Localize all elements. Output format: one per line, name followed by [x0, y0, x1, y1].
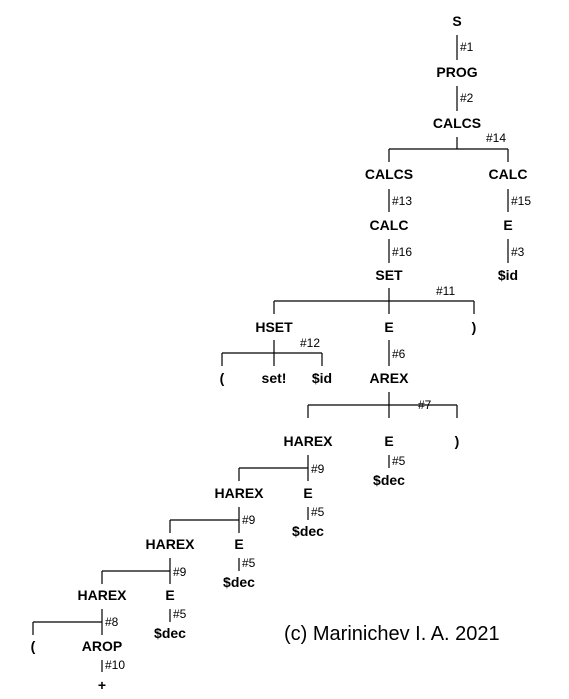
node-dec-h2: $dec — [223, 574, 255, 590]
node-harex-1: HAREX — [283, 433, 333, 449]
rule-calcs-inner: #13 — [392, 194, 412, 208]
rule-harex-2: #9 — [242, 513, 256, 527]
node-rparen-arex: ) — [455, 433, 460, 449]
node-e-arex: E — [384, 433, 393, 449]
rule-set: #11 — [436, 284, 455, 298]
rule-harex-1: #9 — [311, 462, 325, 476]
tree-edges — [32, 35, 509, 672]
node-e-h3: E — [165, 587, 174, 603]
node-harex-3: HAREX — [145, 536, 195, 552]
rule-e-right: #3 — [511, 245, 525, 259]
rule-arex: #7 — [418, 398, 432, 412]
rule-e-h1: #5 — [311, 505, 325, 519]
node-dec-h1: $dec — [292, 523, 324, 539]
rule-e-set: #6 — [392, 347, 406, 361]
copyright-text: (c) Marinichev I. A. 2021 — [284, 623, 500, 645]
node-id-right: $id — [498, 267, 518, 283]
node-lparen-hset: ( — [220, 370, 225, 386]
node-e-h2: E — [234, 536, 243, 552]
node-arex: AREX — [370, 370, 410, 386]
tree-nodes: S PROG CALCS CALCS CALC CALC E $id SET H… — [31, 13, 528, 693]
rule-calc-left: #16 — [392, 245, 412, 259]
node-harex-4: HAREX — [77, 587, 127, 603]
node-plus: + — [98, 677, 106, 693]
node-calcs-root: CALCS — [433, 115, 481, 131]
rule-e-h3: #5 — [173, 607, 187, 621]
rule-hset: #12 — [300, 336, 320, 350]
rule-calc-right: #15 — [511, 194, 531, 208]
rule-s: #1 — [460, 40, 474, 54]
node-dec-h3: $dec — [154, 625, 186, 641]
rule-prog: #2 — [460, 91, 474, 105]
node-arop: AROP — [82, 638, 122, 654]
rule-arop: #10 — [105, 658, 125, 672]
rule-harex-4: #8 — [105, 615, 119, 629]
node-set: SET — [375, 267, 403, 283]
node-calcs-inner: CALCS — [365, 166, 413, 182]
rule-harex-3: #9 — [173, 565, 187, 579]
rule-labels: #1 #2 #14 #13 #15 #16 #3 #11 #12 #6 #7 #… — [105, 40, 531, 672]
node-rparen-set: ) — [472, 319, 477, 335]
node-lparen-h4: ( — [31, 638, 36, 654]
node-prog: PROG — [436, 64, 477, 80]
node-hset: HSET — [255, 319, 293, 335]
node-calc-left: CALC — [370, 217, 409, 233]
node-e-h1: E — [303, 485, 312, 501]
rule-calcs-root: #14 — [486, 131, 506, 145]
node-e-set: E — [384, 319, 393, 335]
node-dec-arex: $dec — [373, 472, 405, 488]
node-id-hset: $id — [312, 370, 332, 386]
rule-e-arex: #5 — [392, 454, 406, 468]
node-harex-2: HAREX — [214, 485, 264, 501]
rule-e-h2: #5 — [242, 556, 256, 570]
node-e-right: E — [503, 217, 512, 233]
node-setbang: set! — [262, 370, 287, 386]
node-s: S — [452, 13, 461, 29]
node-calc-right: CALC — [489, 166, 528, 182]
